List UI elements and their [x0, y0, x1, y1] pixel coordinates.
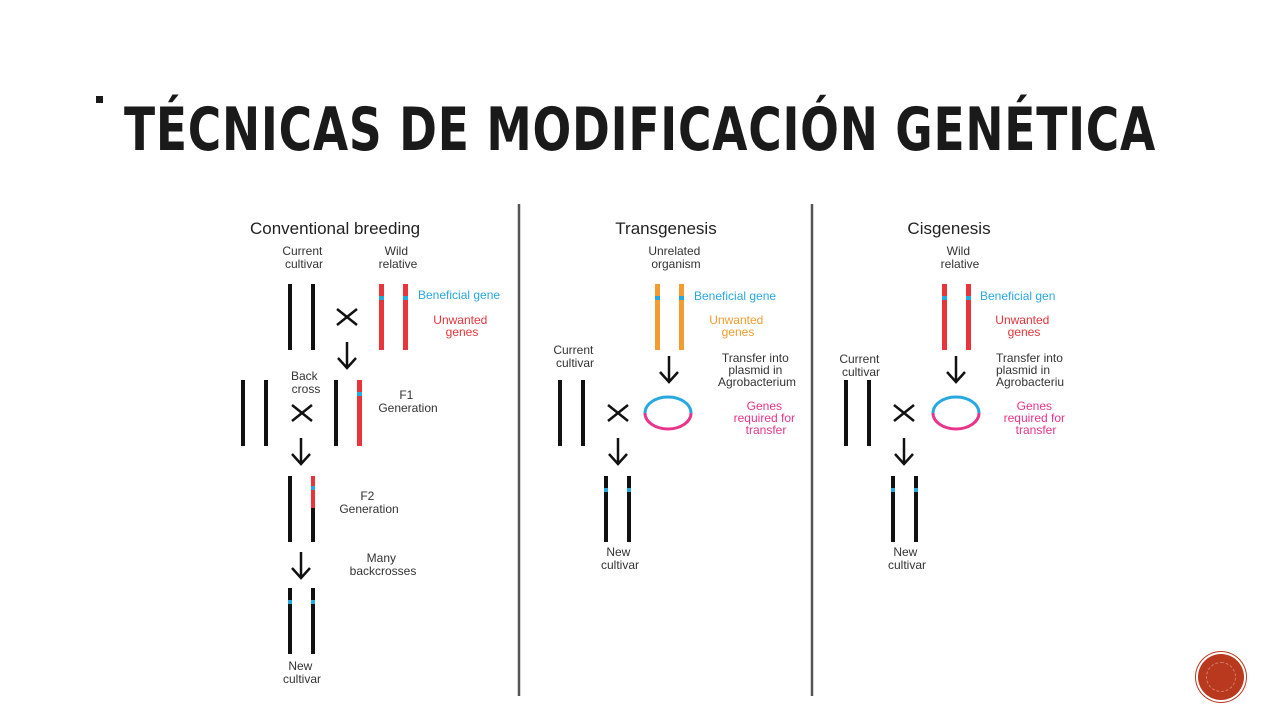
f1-chromosomes: [334, 380, 362, 446]
wild-relative-chromosomes: [942, 284, 971, 350]
cross-icon: [336, 308, 358, 326]
beneficial-gene-label: Beneficial gen: [980, 289, 1055, 303]
unwanted-genes-label: Unwanted genes: [709, 313, 766, 339]
genes-required-label: Genes required for transfer: [734, 399, 799, 437]
back-cross-label: Back cross: [291, 369, 321, 396]
new-cultivar-chromosomes: [288, 588, 315, 654]
transgenesis-panel: Transgenesis Unrelated organism Benefici…: [553, 219, 799, 572]
cisgenesis-heading: Cisgenesis: [907, 219, 990, 238]
down-arrow-icon: [946, 356, 966, 384]
new-cultivar-label: New cultivar: [283, 659, 321, 686]
beneficial-gene-label: Beneficial gene: [694, 289, 776, 303]
title-bullet-icon: [96, 96, 103, 103]
down-arrow-icon: [894, 438, 914, 466]
down-arrow-icon: [608, 438, 628, 466]
unrelated-organism-chromosomes: [655, 284, 684, 350]
cross-icon: [607, 404, 629, 422]
down-arrow-icon: [291, 552, 311, 580]
wild-relative-label: Wild relative: [379, 244, 418, 271]
f1-generation-label: F1 Generation: [378, 388, 437, 415]
plasmid-icon: [643, 395, 693, 431]
backcross-parent-chromosomes: [241, 380, 268, 446]
current-cultivar-label: Current cultivar: [553, 343, 596, 370]
current-cultivar-label: Current cultivar: [839, 352, 882, 379]
cross-icon: [893, 404, 915, 422]
many-backcrosses-label: Many backcrosses: [350, 551, 417, 578]
current-cultivar-chromosomes: [844, 380, 871, 446]
plasmid-icon: [931, 395, 981, 431]
down-arrow-icon: [337, 342, 357, 370]
current-cultivar-label: Current cultivar: [282, 244, 325, 271]
wild-relative-chromosomes: [379, 284, 408, 350]
wild-relative-label: Wild relative: [941, 244, 980, 271]
breeding-methods-diagram: Conventional breeding Current cultivar W…: [236, 200, 1084, 700]
slide-title: TÉCNICAS DE MODIFICACIÓN GENÉTICA: [124, 95, 1157, 165]
unwanted-genes-label: Unwanted genes: [433, 313, 490, 339]
f2-chromosomes: [288, 476, 315, 542]
current-cultivar-chromosomes: [288, 284, 315, 350]
unrelated-organism-label: Unrelated organism: [648, 244, 703, 271]
unwanted-genes-label: Unwanted genes: [995, 313, 1052, 339]
cross-icon: [291, 404, 313, 422]
conventional-heading: Conventional breeding: [250, 219, 420, 238]
down-arrow-icon: [291, 438, 311, 466]
transgenesis-heading: Transgenesis: [615, 219, 716, 238]
new-cultivar-chromosomes: [891, 476, 918, 542]
transfer-into-plasmid-label: Transfer into plasmid in Agrobacteriu: [996, 351, 1066, 389]
new-cultivar-label: New cultivar: [601, 545, 639, 572]
genes-required-label: Genes required for transfer: [1004, 399, 1069, 437]
current-cultivar-chromosomes: [558, 380, 585, 446]
f2-generation-label: F2 Generation: [339, 489, 398, 516]
new-cultivar-label: New cultivar: [888, 545, 926, 572]
transfer-into-plasmid-label: Transfer into plasmid in Agrobacterium: [718, 351, 796, 389]
beneficial-gene-label: Beneficial gene: [418, 288, 500, 302]
conventional-breeding-panel: Conventional breeding Current cultivar W…: [241, 219, 500, 686]
cisgenesis-panel: Cisgenesis Wild relative Beneficial gen …: [839, 219, 1069, 572]
new-cultivar-chromosomes: [604, 476, 631, 542]
down-arrow-icon: [659, 356, 679, 384]
slide-nav-button[interactable]: [1198, 654, 1244, 700]
